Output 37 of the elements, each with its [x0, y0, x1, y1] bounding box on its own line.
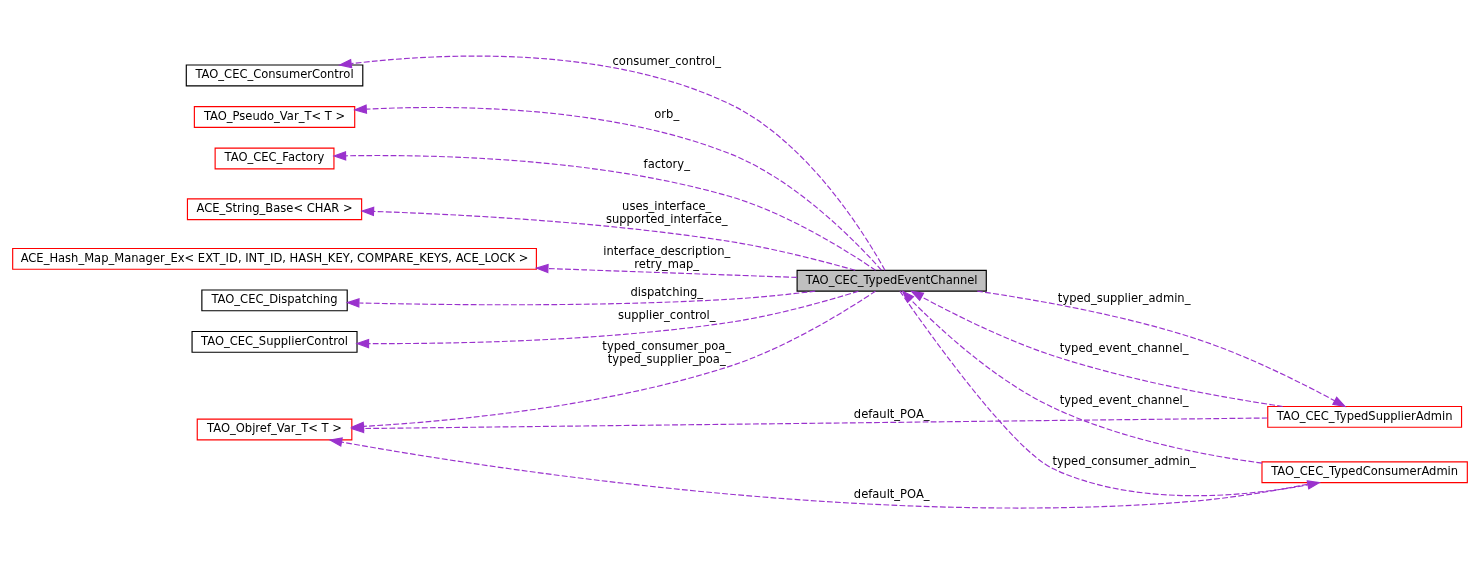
node-box: TAO_Objref_Var_T< T > — [196, 418, 353, 441]
node-box: TAO_Pseudo_Var_T< T > — [193, 106, 356, 128]
arrow — [345, 290, 816, 308]
edge-label: supplier_control_ — [617, 307, 716, 322]
node-box: ACE_Hash_Map_Manager_Ex< EXT_ID, INT_ID, HASH_KEY, COMPARE_KEYS, ACE_LOCK > — [12, 247, 537, 270]
arrow — [909, 290, 1284, 408]
edge-label: factory_ — [643, 156, 690, 171]
arrow — [899, 290, 1322, 497]
arrow — [534, 263, 798, 278]
arrow — [976, 290, 1347, 408]
arrow — [355, 290, 859, 349]
edge-label: typed_event_channel_ — [1059, 393, 1189, 408]
edge-label: consumer_control_ — [612, 54, 721, 69]
node-box: TAO_CEC_TypedEventChannel — [796, 269, 987, 292]
arrow — [360, 206, 856, 271]
node-box: TAO_CEC_SupplierControl — [191, 330, 358, 353]
node-box: TAO_CEC_Factory — [214, 147, 335, 170]
edge-label: typed_event_channel_ — [1059, 341, 1189, 356]
node-box: TAO_CEC_ConsumerControl — [185, 64, 364, 87]
arrow — [337, 55, 886, 271]
edge-label: default_POA_ — [853, 407, 930, 422]
edge-label: orb_ — [654, 107, 680, 122]
edge-label: typed_supplier_admin_ — [1057, 290, 1191, 305]
edge-label: typed_consumer_admin_ — [1052, 454, 1196, 469]
arrow — [328, 437, 1317, 509]
node-box: TAO_CEC_TypedConsumerAdmin — [1261, 461, 1468, 484]
node-box: TAO_CEC_Dispatching — [201, 289, 348, 312]
arrow — [353, 104, 882, 271]
edge-label: typed_consumer_poa_ typed_supplier_poa_ — [602, 338, 732, 366]
edge-label: interface_description_ retry_map_ — [603, 244, 731, 272]
arrow — [901, 290, 1263, 464]
node-box: TAO_CEC_TypedSupplierAdmin — [1267, 405, 1463, 428]
edge-label: default_POA_ — [853, 486, 930, 501]
arrow — [332, 150, 877, 271]
edge-label: dispatching_ — [630, 284, 704, 299]
node-box: ACE_String_Base< CHAR > — [186, 198, 363, 221]
edge-label: uses_interface_ supported_interface_ — [606, 199, 728, 227]
